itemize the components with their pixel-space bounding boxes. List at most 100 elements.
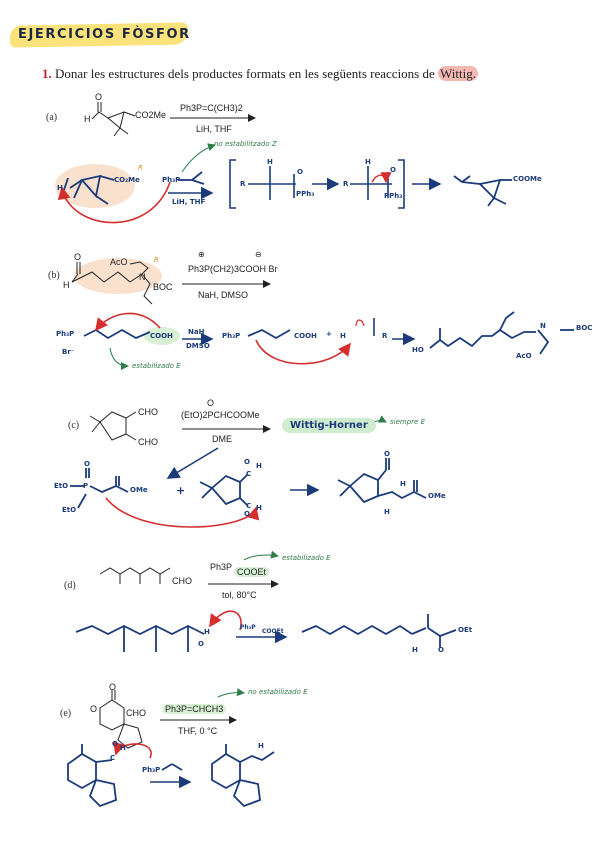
a-mech-h: H <box>57 184 63 192</box>
a-note: no estabilitzado Z <box>214 140 277 148</box>
d-note: estabilizado E <box>282 554 331 562</box>
b-red-arrow-3 <box>355 319 365 327</box>
question-number: 1. <box>42 66 52 81</box>
a-int2-o: O <box>390 166 396 174</box>
c-substrate-cho-1: CHO <box>138 407 158 417</box>
c-phos-ome: OMe <box>130 486 148 494</box>
e-substrate-o2: O <box>90 704 98 714</box>
b-mech-ph3p-2: Ph₃P <box>222 332 241 340</box>
b-substrate-r: R <box>154 256 159 264</box>
d-prod-oet: OEt <box>458 626 473 634</box>
d-green-arrow <box>243 550 279 561</box>
c-phos-o: O <box>84 460 90 468</box>
b-mech-cooh: COOH <box>150 332 173 340</box>
c-product <box>337 458 427 504</box>
b-product <box>429 311 574 355</box>
e-reagent-text: Ph3P=CHCH3 <box>162 704 227 714</box>
e-mech-substrate <box>67 744 117 808</box>
question: 1. Donar les estructures dels productes … <box>42 66 478 82</box>
a-int2-pph3: PPh₃ <box>384 192 403 200</box>
b-green-arrow <box>109 347 129 370</box>
a-product-ester: COOMe <box>513 175 542 183</box>
c-prod-o: O <box>384 450 390 458</box>
d-mech-reagent: Ph₃P <box>240 624 256 631</box>
a-substrate-h: H <box>84 114 91 124</box>
d-mech-chain <box>75 624 205 652</box>
c-dialdehyde <box>199 473 249 507</box>
d-reagent-ester-text: COOEt <box>234 567 270 577</box>
a-int1-pph3: PPh₃ <box>296 190 315 198</box>
b-substrate-n: N <box>139 272 146 282</box>
e-mech-h: H <box>120 744 126 752</box>
e-mech-o: O <box>112 740 118 748</box>
c-phos-eto-2: EtO <box>62 506 77 514</box>
d-prod-h: H <box>412 646 418 654</box>
b-red-arrow-1 <box>95 312 161 332</box>
b-green-highlight <box>144 327 180 345</box>
c-phos-p: P <box>83 482 89 490</box>
b-substrate-h: H <box>63 280 70 290</box>
a-int2-r: R <box>343 180 349 188</box>
b-red-arrow-2 <box>255 339 351 365</box>
a-substrate-ester: CO2Me <box>135 110 167 120</box>
b-substrate <box>71 261 153 305</box>
a-bracket-left <box>229 159 236 209</box>
c-dial-o2: O <box>244 510 250 518</box>
d-substrate <box>99 567 171 584</box>
d-mech-h: H <box>204 628 210 636</box>
b-conditions: NaH, DMSO <box>198 290 249 300</box>
b-mech-cooh-2: COOH <box>294 332 317 340</box>
c-plus: + <box>176 484 186 497</box>
e-product <box>211 744 275 808</box>
d-conditions: tol, 80°C <box>222 590 257 600</box>
b-reagent-minus: ⊖ <box>255 250 262 259</box>
e-conditions: THF, 0 °C <box>178 726 218 736</box>
d-mech-o: O <box>198 640 204 648</box>
c-note: siempre E <box>390 418 425 426</box>
c-prod-ome: OMe <box>428 492 446 500</box>
a-ylide <box>178 171 205 185</box>
question-highlight: Wittig. <box>438 66 478 81</box>
b-mech-dmso: DMSO <box>186 342 210 350</box>
b-mech-ylide <box>83 328 151 340</box>
a-int1-r: R <box>240 180 246 188</box>
reaction-a-label: (a) <box>46 112 58 123</box>
page-title: EJERCICIOS FÒSFOR <box>18 27 191 42</box>
c-prod-h2: H <box>384 508 390 516</box>
a-mech-substrate <box>63 174 115 205</box>
a-product <box>453 175 512 207</box>
d-mech-ester: COOEt <box>262 628 284 635</box>
a-reagent: Ph3P=C(CH3)2 <box>180 103 243 113</box>
c-long-arrow <box>166 447 219 479</box>
b-product-ho: HO <box>412 346 424 354</box>
e-prod-h: H <box>258 742 264 750</box>
question-text: Donar les estructures dels productes for… <box>55 66 435 81</box>
c-dial-h1: H <box>256 462 262 470</box>
c-conditions: DME <box>212 434 232 444</box>
c-dial-h2: H <box>256 504 262 512</box>
e-substrate-cho: CHO <box>126 708 146 718</box>
b-mech-ylide-2 <box>247 328 291 340</box>
e-red-arrow <box>112 741 152 759</box>
a-red-arrow <box>57 181 171 224</box>
a-conditions: LiH, THF <box>196 124 232 134</box>
reaction-b-label: (b) <box>48 270 60 281</box>
b-substrate-boc: BOC <box>153 282 173 292</box>
c-substrate <box>89 411 137 441</box>
c-wittig-horner: Wittig-Horner <box>282 418 376 433</box>
d-prod-o: O <box>438 646 444 654</box>
c-reagent: (EtO)2PCHCOOMe <box>181 410 260 420</box>
reaction-d-label: (d) <box>64 580 76 591</box>
b-product-aco: AcO <box>516 352 532 360</box>
a-ylide-cond: LiH, THF <box>172 198 206 206</box>
b-note: estabilizado E <box>132 362 181 370</box>
c-phosphonate <box>70 468 129 509</box>
e-mech-c: C <box>110 754 116 762</box>
a-ylide-label: Ph₃P <box>162 176 181 184</box>
d-red-arrow <box>209 610 242 631</box>
reaction-c-label: (c) <box>68 420 80 431</box>
e-substrate <box>99 690 143 749</box>
d-reagent-ester: COOEt <box>234 567 270 577</box>
e-reagent: Ph3P=CHCH3 <box>162 704 227 714</box>
c-dial-o1: O <box>244 458 250 466</box>
